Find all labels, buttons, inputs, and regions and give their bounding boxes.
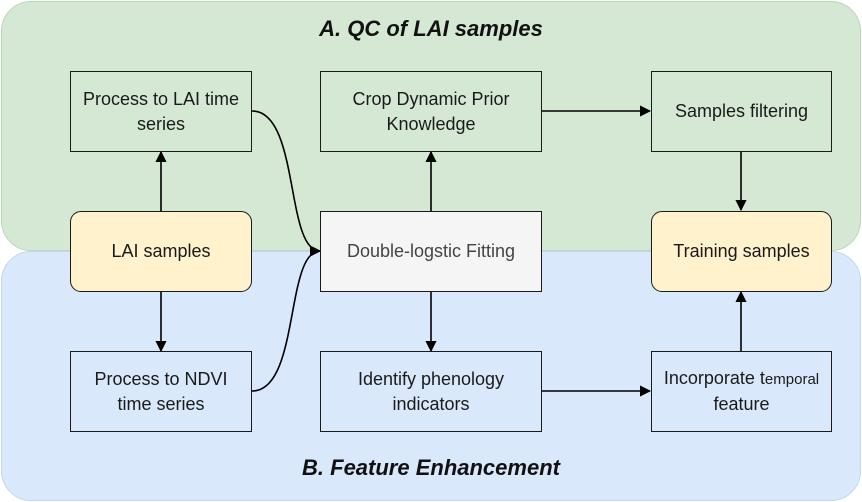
double-logistic-label: Double-logstic Fitting	[346, 241, 516, 261]
incorporate-feature-node: Incorporate temporal feature	[651, 351, 832, 432]
incorporate-feature-label: Incorporate temporal feature	[664, 366, 819, 417]
qc-panel-title: A. QC of LAI samples	[319, 16, 543, 41]
lai-samples-node: LAI samples	[70, 211, 252, 292]
samples-filtering-label: Samples filtering	[674, 101, 809, 121]
process-ndvi-label: Process to NDVI time series	[94, 368, 228, 414]
phenology-label: Identify phenology indicators	[357, 368, 505, 414]
lai-samples-label: LAI samples	[111, 241, 211, 261]
double-logistic-node: Double-logstic Fitting	[320, 211, 542, 292]
process-ndvi-node: Process to NDVI time series	[70, 351, 252, 432]
crop-prior-node: Crop Dynamic Prior Knowledge	[320, 71, 542, 152]
samples-filtering-node: Samples filtering	[651, 71, 832, 152]
incorporate-suffix: feature	[713, 394, 770, 414]
training-samples-node: Training samples	[651, 211, 832, 292]
process-lai-label: Process to LAI time series	[82, 88, 240, 134]
training-samples-label: Training samples	[673, 241, 810, 261]
incorporate-prefix: Incorporate t	[663, 368, 765, 388]
edge-process-lai-to-fitting	[251, 110, 322, 257]
feature-panel-title: B. Feature Enhancement	[302, 455, 560, 480]
process-lai-node: Process to LAI time series	[70, 71, 252, 152]
phenology-node: Identify phenology indicators	[320, 351, 542, 432]
edge-process-ndvi-to-fitting	[251, 245, 322, 392]
incorporate-small-text: emporal	[764, 371, 820, 388]
crop-prior-label: Crop Dynamic Prior Knowledge	[352, 88, 510, 134]
